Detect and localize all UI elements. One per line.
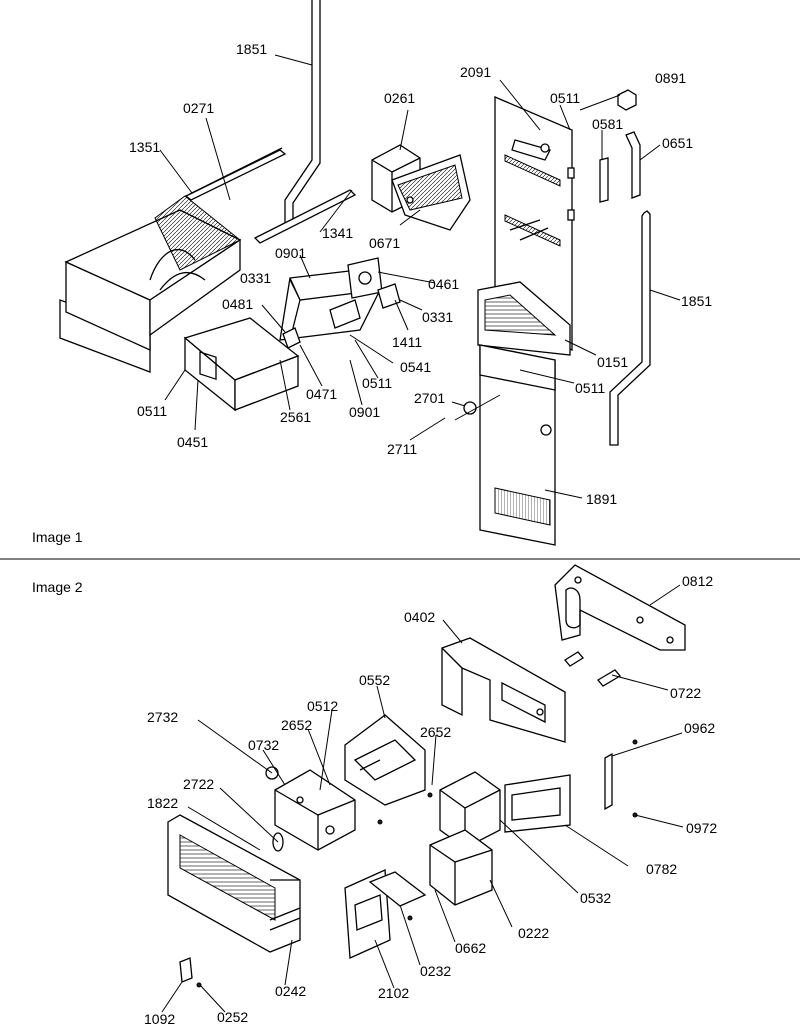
caption-image-2: Image 2 xyxy=(32,579,83,595)
label-0722: 0722 xyxy=(670,685,701,701)
label-0252: 0252 xyxy=(217,1009,248,1025)
label-0901-b: 0901 xyxy=(349,404,380,420)
box-0222 xyxy=(429,829,493,906)
rod-0722-b xyxy=(597,669,621,687)
bracket-0812 xyxy=(554,564,686,651)
label-1891: 1891 xyxy=(586,491,617,507)
label-1411: 1411 xyxy=(392,334,422,350)
label-0972: 0972 xyxy=(686,820,717,836)
label-0782: 0782 xyxy=(646,861,677,877)
ice-bin xyxy=(59,195,242,373)
rail-0271 xyxy=(184,149,287,201)
cube-0891 xyxy=(617,89,637,111)
image1-drawing xyxy=(59,0,651,546)
rail-1341 xyxy=(253,189,357,244)
label-0651: 0651 xyxy=(662,135,693,151)
label-2652-a: 2652 xyxy=(281,717,312,733)
label-0242: 0242 xyxy=(275,983,306,999)
label-2561: 2561 xyxy=(280,409,311,425)
label-0331-a: 0331 xyxy=(240,270,271,286)
image2-drawing xyxy=(167,564,686,988)
label-1851-a: 1851 xyxy=(236,41,267,57)
label-0511-c: 0511 xyxy=(575,380,605,396)
label-1351: 1351 xyxy=(129,139,160,155)
label-0331-b: 0331 xyxy=(422,309,453,325)
label-0271: 0271 xyxy=(183,100,214,116)
image1-labels: 1851 2091 0891 0261 0511 0271 0581 0651 … xyxy=(129,41,712,507)
strip-0962 xyxy=(604,752,613,811)
control-bracket xyxy=(279,257,401,341)
label-1822: 1822 xyxy=(147,795,178,811)
label-0891: 0891 xyxy=(655,70,686,86)
ice-maker-0261 xyxy=(371,144,471,231)
label-0532: 0532 xyxy=(580,890,611,906)
caption-image-1: Image 1 xyxy=(32,529,83,545)
label-2701: 2701 xyxy=(414,390,445,406)
label-0451: 0451 xyxy=(177,434,208,450)
label-0512: 0512 xyxy=(307,698,338,714)
label-1851-b: 1851 xyxy=(681,293,712,309)
label-2091: 2091 xyxy=(460,64,491,80)
label-0232: 0232 xyxy=(420,963,451,979)
label-2732: 2732 xyxy=(147,709,178,725)
actuator-0732 xyxy=(274,769,356,851)
label-2102: 2102 xyxy=(378,985,409,1001)
front-cover-1891 xyxy=(479,344,556,546)
mechanism-0552 xyxy=(344,714,426,806)
housing-0402 xyxy=(441,637,566,743)
label-2722: 2722 xyxy=(183,776,214,792)
label-0552: 0552 xyxy=(359,672,390,688)
label-0481: 0481 xyxy=(222,296,253,312)
label-0962: 0962 xyxy=(684,720,715,736)
frame-0782 xyxy=(504,774,571,833)
label-2652-b: 2652 xyxy=(420,724,451,740)
label-1092: 1092 xyxy=(144,1011,175,1027)
image1-leaders xyxy=(159,54,681,499)
label-0901-a: 0901 xyxy=(275,245,306,261)
label-0511-a: 0511 xyxy=(550,90,580,106)
label-0581: 0581 xyxy=(592,116,623,132)
label-1341: 1341 xyxy=(322,225,353,241)
plate-2102 xyxy=(344,869,391,959)
clip-0232 xyxy=(368,871,427,907)
label-0402: 0402 xyxy=(404,609,435,625)
label-0261: 0261 xyxy=(384,90,415,106)
label-0671: 0671 xyxy=(369,235,400,251)
image2-leaders xyxy=(161,584,684,1013)
label-0732: 0732 xyxy=(248,737,279,753)
label-0461: 0461 xyxy=(428,276,459,292)
label-2711: 2711 xyxy=(387,441,417,457)
label-0151: 0151 xyxy=(597,354,628,370)
lower-box-0451 xyxy=(183,317,301,412)
label-0471: 0471 xyxy=(306,386,337,402)
label-0511-d: 0511 xyxy=(137,403,167,419)
label-0812: 0812 xyxy=(682,573,713,589)
rod-0722-a xyxy=(564,651,584,667)
tube-1851-left xyxy=(284,0,321,226)
label-0662: 0662 xyxy=(455,940,486,956)
label-0511-b: 0511 xyxy=(362,375,392,391)
bracket-0651 xyxy=(625,131,641,199)
clip-0581 xyxy=(599,157,609,203)
tube-1851-right xyxy=(609,210,651,446)
label-0222: 0222 xyxy=(518,925,549,941)
bracket-1092 xyxy=(179,957,193,983)
front-panel-0242 xyxy=(167,814,301,953)
label-0541: 0541 xyxy=(400,359,431,375)
image2-labels: 0812 0402 0552 0722 2732 0512 2652 2652 … xyxy=(144,573,717,1027)
